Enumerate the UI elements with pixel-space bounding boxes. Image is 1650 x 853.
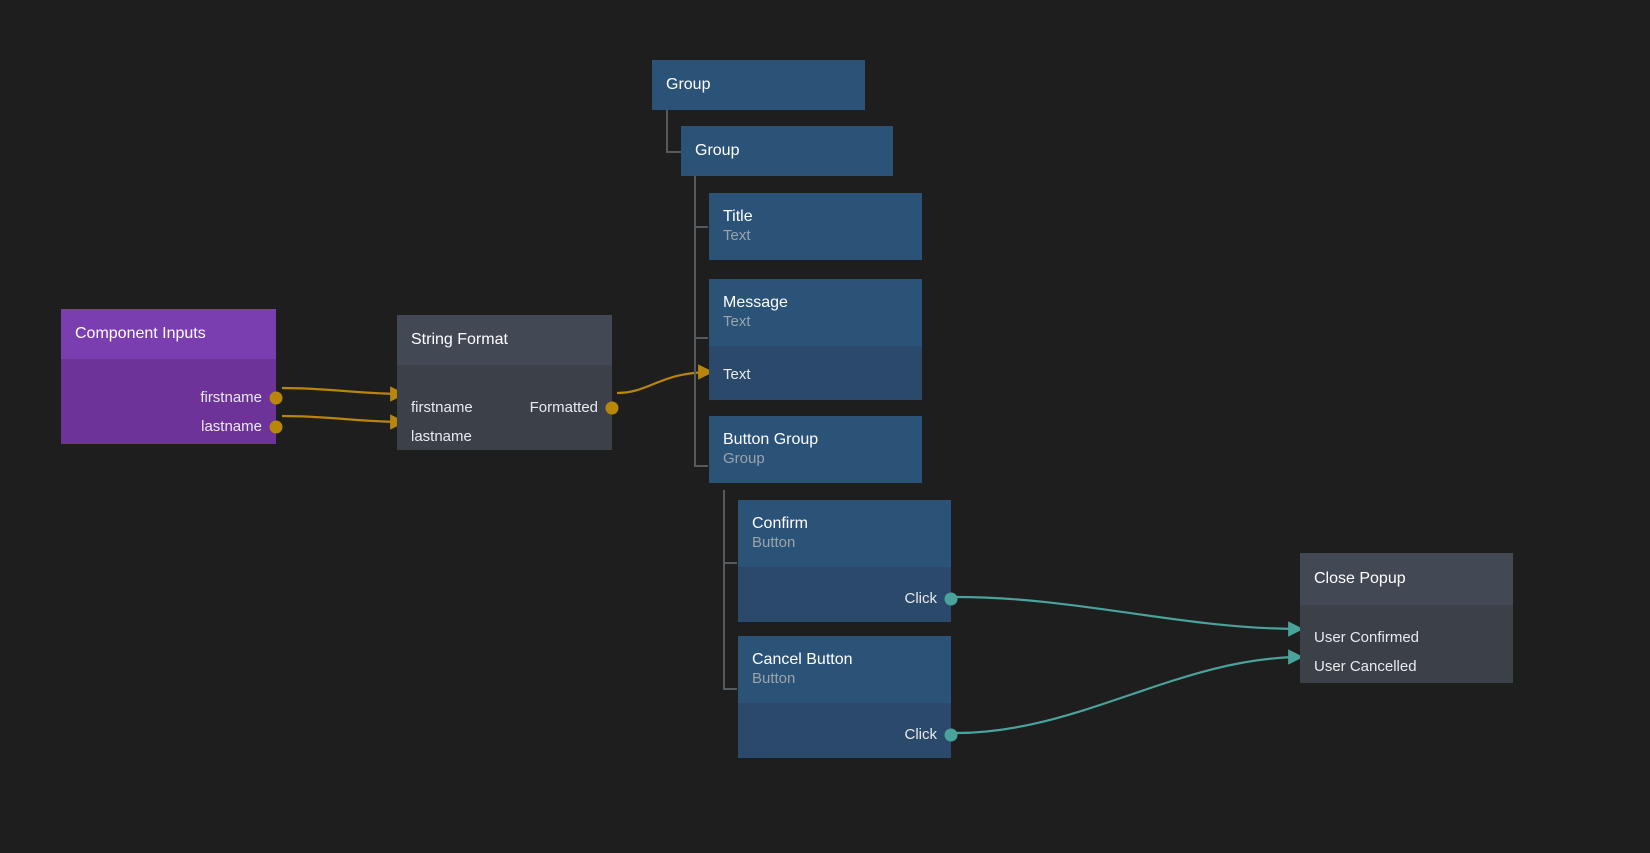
port-label: lastname: [201, 418, 262, 435]
node-title: Cancel Button: [752, 651, 853, 669]
port-label: Formatted: [529, 399, 598, 416]
output-port-dot[interactable]: [269, 391, 283, 404]
node-header: Button Group Group: [709, 416, 922, 483]
tree-line-horizontal: [694, 337, 708, 339]
node-string-format[interactable]: String Format firstname Formatted lastna…: [397, 315, 619, 451]
edge-formatted-to-text: [616, 364, 714, 395]
node-header: Cancel Button Button: [738, 636, 951, 703]
node-header: Component Inputs: [61, 309, 276, 359]
tree-line-horizontal: [694, 465, 708, 467]
node-subtitle: Text: [723, 313, 751, 331]
port-label: User Cancelled: [1314, 658, 1417, 675]
node-component-inputs[interactable]: Component Inputs firstname lastname: [61, 309, 283, 444]
port-row-lastname[interactable]: lastname: [61, 412, 283, 441]
tree-line-horizontal: [723, 688, 737, 690]
edge-lastname: [281, 414, 406, 430]
output-port-dot[interactable]: [944, 592, 958, 605]
node-header: Message Text: [709, 279, 922, 346]
port-label: Click: [904, 726, 938, 743]
node-title-text[interactable]: Title Text: [709, 193, 922, 260]
edge-firstname: [281, 386, 406, 402]
port-row-firstname[interactable]: firstname Formatted: [397, 393, 619, 422]
edge-cancel-click: [955, 649, 1304, 735]
tree-line-horizontal: [723, 562, 737, 564]
tree-line-horizontal: [694, 226, 708, 228]
node-message-text[interactable]: Message Text Text: [709, 279, 922, 400]
node-header: Confirm Button: [738, 500, 951, 567]
node-header: Group: [652, 60, 865, 110]
node-title: Component Inputs: [75, 325, 206, 342]
node-title: Button Group: [723, 431, 819, 449]
output-port-dot[interactable]: [944, 728, 958, 741]
port-label: Text: [723, 366, 751, 383]
port-row-text[interactable]: Text: [709, 360, 922, 389]
node-group-outer[interactable]: Group: [652, 60, 865, 110]
node-title: Close Popup: [1314, 570, 1406, 587]
node-body: Text: [709, 346, 922, 400]
node-header: Title Text: [709, 193, 922, 260]
node-body: firstname lastname: [61, 359, 283, 444]
node-title: String Format: [411, 331, 508, 348]
node-title: Title: [723, 208, 753, 226]
node-body: Click: [738, 567, 958, 622]
port-label: firstname: [200, 389, 262, 406]
tree-line-vertical: [666, 110, 668, 153]
node-header: Close Popup: [1300, 553, 1513, 605]
node-header: String Format: [397, 315, 612, 365]
node-subtitle: Button: [752, 670, 796, 688]
edge-confirm-click: [955, 595, 1304, 637]
node-group-inner[interactable]: Group: [681, 126, 893, 176]
port-label: Click: [904, 590, 938, 607]
node-title: Group: [695, 142, 740, 159]
node-subtitle: Text: [723, 227, 751, 245]
output-port-dot[interactable]: [269, 420, 283, 433]
node-confirm-button[interactable]: Confirm Button Click: [738, 500, 958, 622]
port-row-click[interactable]: Click: [738, 720, 958, 749]
tree-line-horizontal: [666, 151, 682, 153]
node-title: Confirm: [752, 515, 809, 533]
port-row-lastname[interactable]: lastname: [397, 422, 612, 451]
node-subtitle: Button: [752, 534, 796, 552]
node-title: Group: [666, 76, 711, 93]
node-subtitle: Group: [723, 450, 765, 468]
node-button-group[interactable]: Button Group Group: [709, 416, 922, 483]
node-cancel-button[interactable]: Cancel Button Button Click: [738, 636, 958, 758]
tree-line-vertical: [694, 176, 696, 467]
output-port-dot[interactable]: [605, 401, 619, 414]
port-label: User Confirmed: [1314, 629, 1420, 646]
node-body: User Confirmed User Cancelled: [1300, 605, 1513, 683]
node-body: Click: [738, 703, 958, 758]
node-header: Group: [681, 126, 893, 176]
tree-line-vertical: [723, 490, 725, 690]
port-label: firstname: [411, 399, 473, 416]
port-label: lastname: [411, 428, 472, 445]
port-row-click[interactable]: Click: [738, 584, 958, 613]
port-row-firstname[interactable]: firstname: [61, 383, 283, 412]
node-title: Message: [723, 294, 788, 312]
port-row-user-confirmed[interactable]: User Confirmed: [1300, 623, 1513, 652]
node-close-popup[interactable]: Close Popup User Confirmed User Cancelle…: [1300, 553, 1513, 683]
node-body: firstname Formatted lastname: [397, 365, 619, 451]
port-row-user-cancelled[interactable]: User Cancelled: [1300, 652, 1513, 681]
